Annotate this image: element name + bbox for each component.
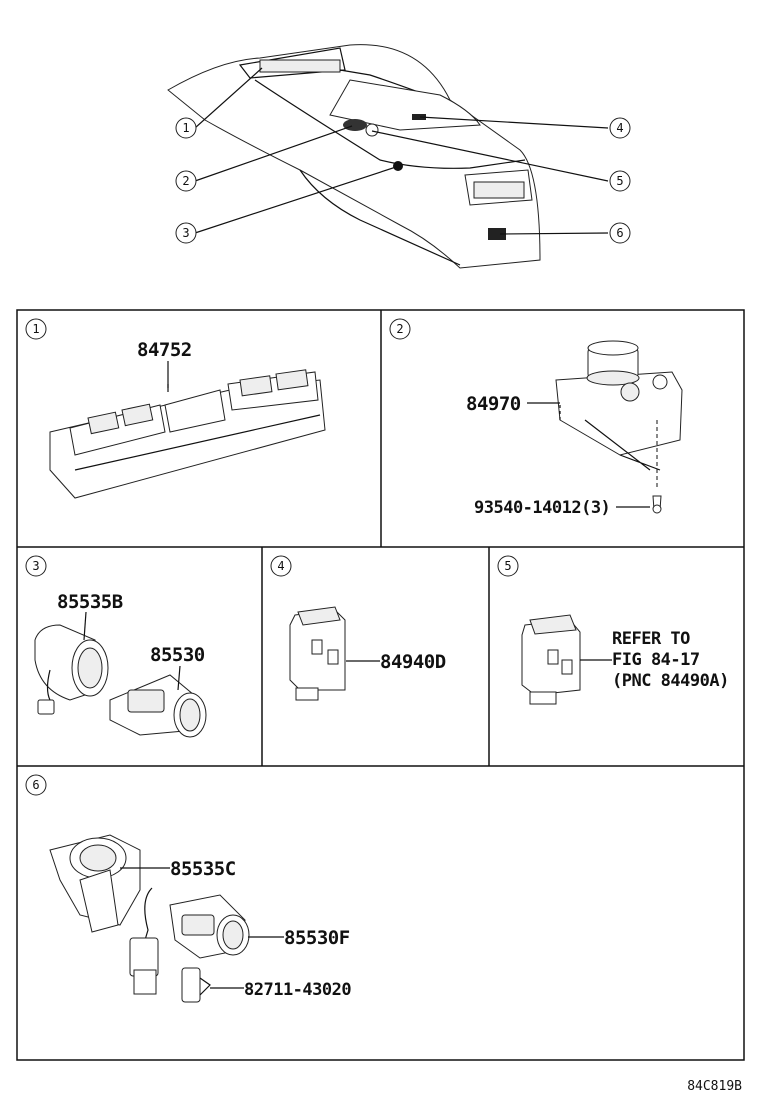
plug-85530f-illustration (169, 894, 250, 959)
overview-callout-2: 2 (175, 170, 197, 192)
console-overview-illustration (167, 44, 541, 269)
svg-text:2: 2 (182, 174, 189, 188)
overview-callout-4: 4 (609, 117, 631, 139)
panel-2-number-badge (389, 318, 411, 340)
overview-callout-1: 1 (175, 117, 197, 139)
panel-1-number-badge (25, 318, 47, 340)
figure-code: 84C819B (687, 1079, 742, 1094)
overview-callout-6: 6 (609, 222, 631, 244)
svg-text:6: 6 (616, 226, 623, 240)
refer-to-label: REFER TO (612, 629, 690, 649)
svg-text:4: 4 (616, 121, 623, 135)
panel-4-number-badge (270, 555, 292, 577)
panel-2: 2 84970 93540-14012(3) (389, 318, 683, 518)
part-number-84752: 84752 (137, 339, 192, 361)
panel-5-number: 5 (504, 559, 511, 573)
overview-callout-3: 3 (175, 222, 197, 244)
overview-callout-5: 5 (609, 170, 631, 192)
panel-2-number: 2 (396, 322, 403, 336)
svg-text:3: 3 (182, 226, 189, 240)
switch-84940d-illustration (289, 606, 346, 701)
part-number-93540-14012: 93540-14012(3) (474, 498, 610, 518)
plug-85530-illustration (109, 674, 207, 738)
part-number-85530f: 85530F (284, 927, 350, 949)
part-number-85530: 85530 (150, 644, 205, 666)
window-switch-illustration (49, 369, 326, 499)
switch-84490a-illustration (521, 614, 581, 705)
panel-6: 6 85535C 85530F 82711-43020 (25, 774, 352, 1003)
panel-5-number-badge (497, 555, 519, 577)
part-number-85535c: 85535C (170, 858, 236, 880)
part-number-84940d: 84940D (380, 651, 446, 673)
part-number-84970: 84970 (466, 393, 521, 415)
part-number-82711-43020: 82711-43020 (244, 980, 351, 1000)
svg-text:1: 1 (182, 121, 189, 135)
panel-grid (16, 309, 745, 1061)
panel-3: 3 85535B 85530 (25, 555, 207, 738)
socket-85535c-illustration (49, 834, 159, 995)
socket-85535b-illustration (34, 624, 109, 715)
panel-6-number: 6 (32, 778, 39, 792)
part-number-85535b: 85535B (57, 591, 123, 613)
panel-5: 5 REFER TO FIG 84-17 (PNC 84490A) (497, 555, 729, 705)
clip-82711-43020-illustration (181, 967, 211, 1003)
refer-pnc-label: (PNC 84490A) (612, 671, 729, 691)
panel-1: 1 84752 (25, 318, 326, 499)
panel-3-number: 3 (32, 559, 39, 573)
panel-1-number: 1 (32, 322, 39, 336)
knob-switch-illustration (555, 340, 683, 514)
panel-6-number-badge (25, 774, 47, 796)
panel-4: 4 84940D (270, 555, 446, 701)
panel-4-number: 4 (277, 559, 284, 573)
svg-text:5: 5 (616, 174, 623, 188)
panel-3-number-badge (25, 555, 47, 577)
refer-fig-label: FIG 84-17 (612, 650, 700, 670)
